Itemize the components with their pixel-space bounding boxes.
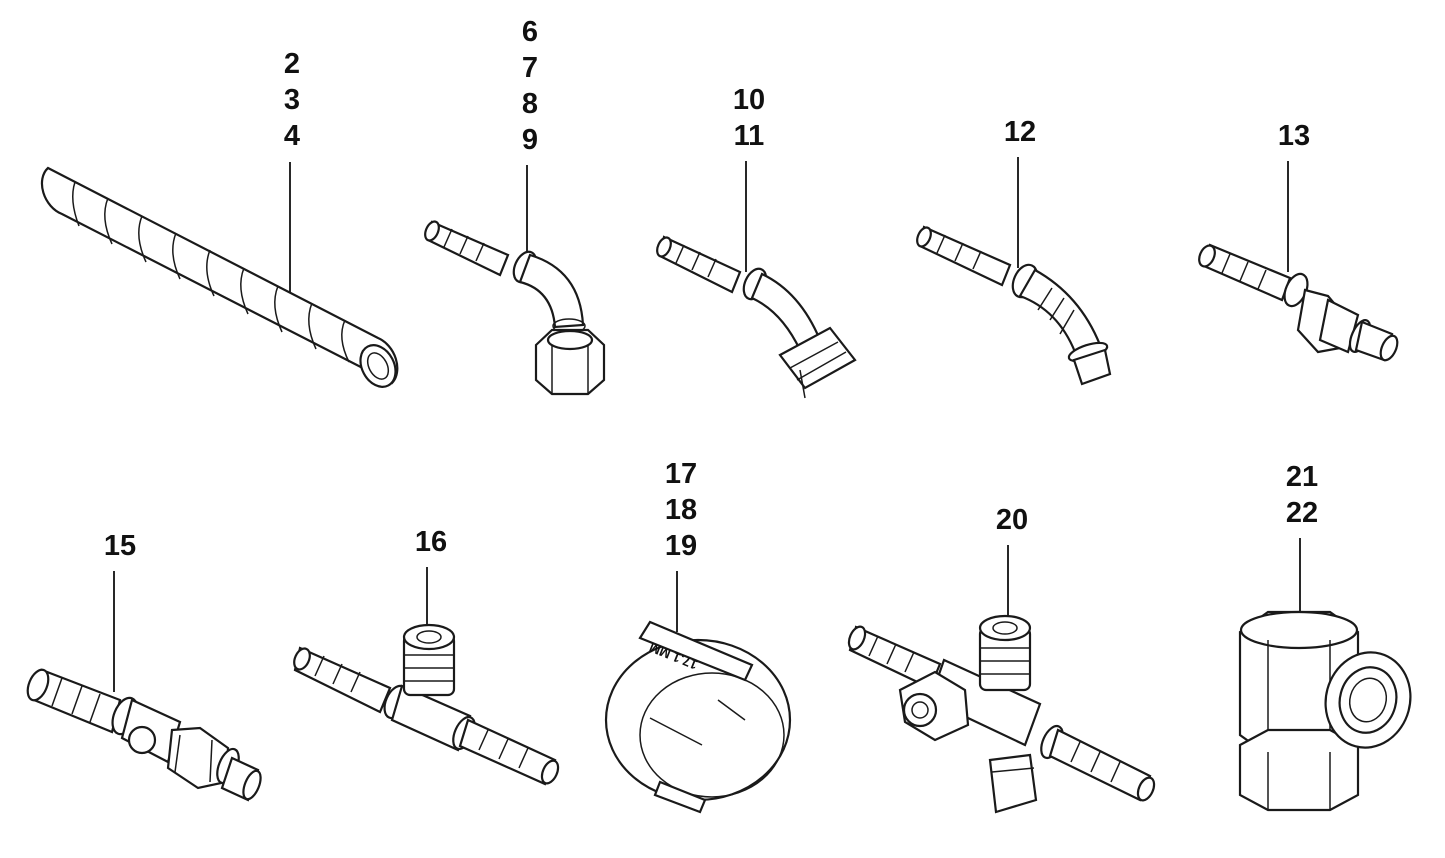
label-8: 8 xyxy=(522,88,538,120)
label-20: 20 xyxy=(996,504,1028,536)
label-4: 4 xyxy=(284,120,300,152)
label-2: 2 xyxy=(284,48,300,80)
part-tee-switch-port[interactable]: 20 xyxy=(846,504,1158,814)
label-22: 22 xyxy=(1286,497,1318,529)
label-21: 21 xyxy=(1286,461,1318,493)
elbow-block-drawing xyxy=(1238,610,1412,812)
part-fitting-90[interactable]: 6 7 8 9 xyxy=(422,16,606,396)
fitting-offset-nut-drawing xyxy=(26,668,262,802)
tee-service-port-drawing xyxy=(293,623,560,786)
label-16: 16 xyxy=(415,526,447,558)
label-15: 15 xyxy=(104,530,136,562)
fitting-45-oring-drawing xyxy=(916,225,1112,386)
fitting-straight-nut-drawing xyxy=(1198,243,1399,362)
fitting-90-drawing xyxy=(424,220,606,396)
label-3: 3 xyxy=(284,84,300,116)
part-tee-service-port[interactable]: 16 xyxy=(291,526,561,786)
label-17: 17 xyxy=(665,458,697,490)
label-13: 13 xyxy=(1278,120,1310,152)
label-11: 11 xyxy=(734,120,765,152)
label-10: 10 xyxy=(733,84,765,116)
label-6: 6 xyxy=(522,16,538,48)
part-fitting-offset-nut[interactable]: 15 xyxy=(24,530,264,802)
hose-drawing xyxy=(40,166,399,388)
part-hose-clamp[interactable]: 17 18 19 17.1 MM xyxy=(604,458,792,814)
part-fitting-45-oring[interactable]: 12 xyxy=(914,116,1112,386)
part-hose[interactable]: 2 3 4 xyxy=(40,48,403,393)
label-9: 9 xyxy=(522,124,538,156)
fitting-45-nut-drawing xyxy=(656,235,857,399)
part-fitting-45-nut[interactable]: 10 11 xyxy=(654,84,857,399)
part-fitting-straight-nut[interactable]: 13 xyxy=(1196,120,1401,363)
label-19: 19 xyxy=(665,530,697,562)
label-12: 12 xyxy=(1004,116,1036,148)
tee-switch-port-drawing xyxy=(847,614,1156,814)
hose-clamp-drawing: 17.1 MM xyxy=(604,620,792,814)
part-elbow-block[interactable]: 21 22 xyxy=(1238,461,1421,812)
label-18: 18 xyxy=(665,494,697,526)
label-7: 7 xyxy=(522,52,538,84)
